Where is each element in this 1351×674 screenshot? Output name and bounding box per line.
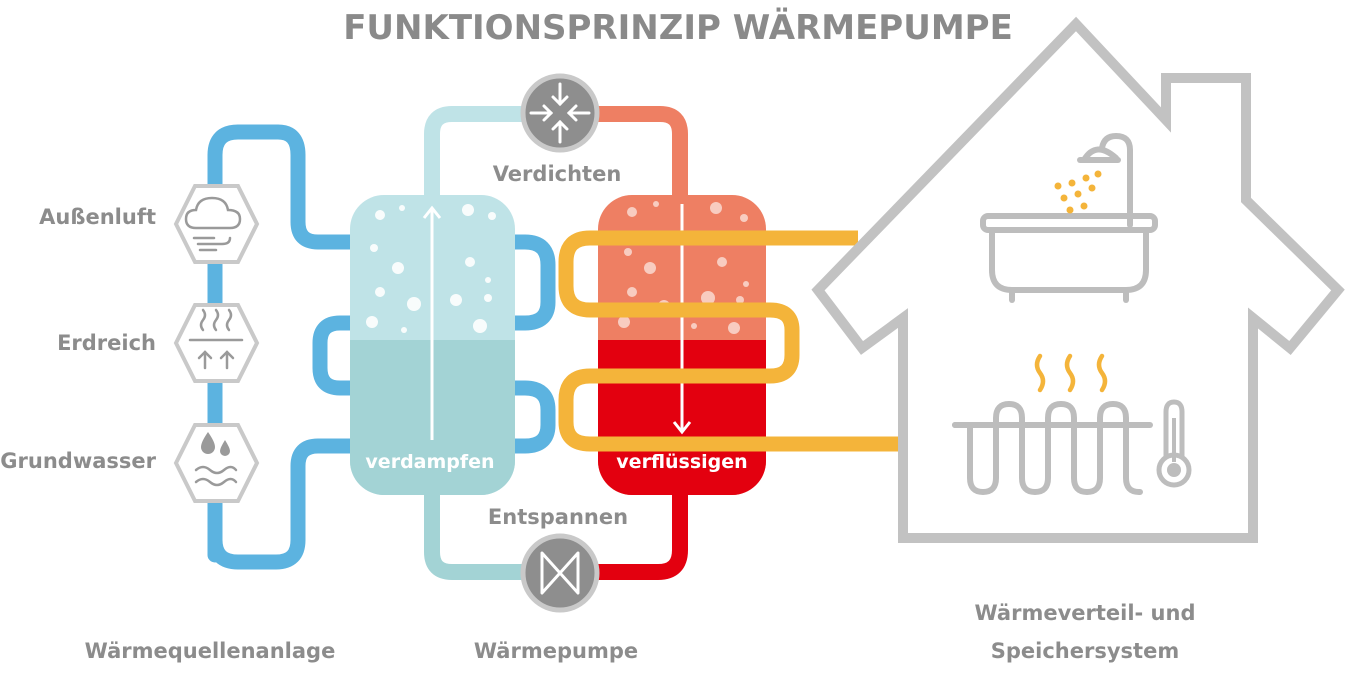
- evaporator-arrow: [422, 205, 442, 440]
- expansion-valve-icon: [520, 533, 600, 613]
- heat-waves: [1034, 353, 1108, 393]
- bathtub-shower-icon: [980, 133, 1158, 303]
- cloud-wind-icon: [184, 196, 242, 252]
- house-icon: [811, 16, 1345, 543]
- page-title: FUNKTIONSPRINZIP WÄRMEPUMPE: [343, 7, 1013, 48]
- condenser-label: verflüssigen: [616, 451, 747, 473]
- expand-label: Entspannen: [488, 505, 628, 529]
- evaporator-bubbles: [366, 204, 496, 333]
- groundwater-hexagon: [173, 423, 260, 503]
- water-drops-icon: [194, 432, 238, 487]
- source-system-label: Wärmequellenanlage: [85, 639, 336, 663]
- shower-drops: [1054, 170, 1102, 214]
- liquid-line: [590, 490, 688, 580]
- evaporator-label: verdampfen: [365, 451, 494, 473]
- thermometer-bulb: [1167, 463, 1181, 477]
- distribution-label-line1: Wärmeverteil- und: [975, 601, 1196, 625]
- return-line: [424, 490, 530, 580]
- air-label: Außenluft: [39, 205, 156, 229]
- heat-pump-label: Wärmepumpe: [474, 639, 638, 663]
- underfloor-heating-icon: [952, 401, 1153, 495]
- source-loop: [207, 124, 556, 570]
- refrigerant-cycle: [424, 106, 688, 580]
- compress-label: Verdichten: [493, 162, 622, 186]
- groundwater-label: Grundwasser: [0, 449, 156, 473]
- hot-gas-line: [590, 106, 688, 200]
- suction-line: [424, 106, 530, 200]
- ground-heat-icon: [188, 308, 244, 370]
- compressor-icon: [520, 73, 600, 153]
- ground-source: [173, 303, 260, 383]
- ground-hexagon: [173, 303, 260, 383]
- evaporator: verdampfen: [350, 195, 515, 495]
- air-source: [173, 184, 260, 264]
- heating-loop: [558, 230, 900, 452]
- distribution-label-line2: Speichersystem: [991, 639, 1179, 663]
- groundwater-source: [173, 423, 260, 503]
- ground-label: Erdreich: [57, 331, 156, 355]
